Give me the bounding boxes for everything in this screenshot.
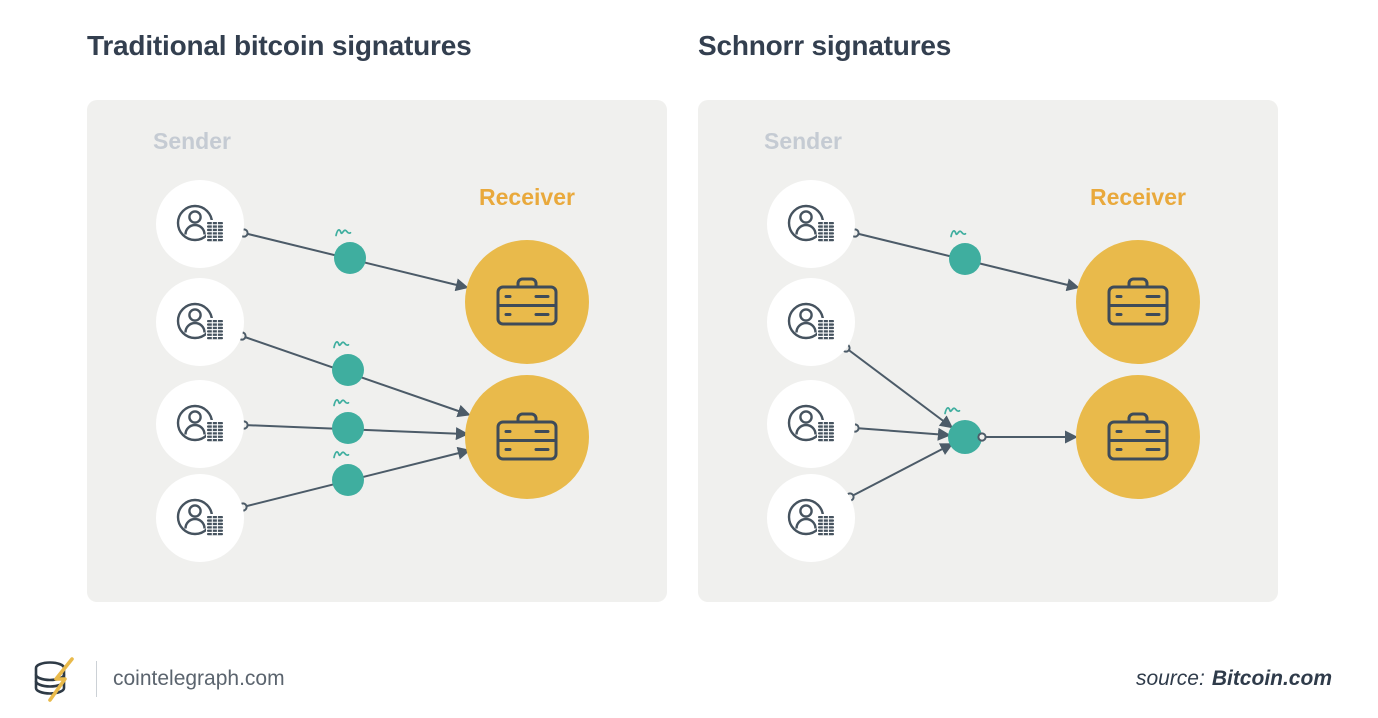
arrow-sender4-aggregate: [849, 443, 954, 498]
signature-circle: [334, 242, 366, 274]
arrow-sender2-aggregate: [845, 347, 954, 429]
receiver-node-1: [463, 238, 591, 366]
footer-divider: [96, 661, 97, 697]
sender-node-4: [765, 472, 857, 564]
sender-node-1: [154, 178, 246, 270]
signature-circle: [332, 412, 364, 444]
signature-squiggle: [944, 407, 961, 415]
sender-node-1: [765, 178, 857, 270]
signature-circle: [332, 464, 364, 496]
signature-circles: [948, 243, 982, 454]
sender-label: Sender: [153, 128, 231, 154]
signature-circles: [332, 242, 366, 496]
footer-brand: cointelegraph.com: [28, 655, 285, 703]
footer: cointelegraph.com source: Bitcoin.com: [28, 650, 1332, 708]
signature-squiggle: [333, 451, 350, 459]
sender-node-3: [154, 378, 246, 470]
sender-node-3: [765, 378, 857, 470]
signature-squiggle: [950, 230, 967, 238]
receiver-node-2: [1074, 373, 1202, 501]
site-name: cointelegraph.com: [113, 667, 285, 690]
right-panel-title: Schnorr signatures: [698, 30, 952, 61]
source-prefix: source:: [1135, 667, 1205, 690]
sender-node-4: [154, 472, 246, 564]
receiver-label: Receiver: [1090, 184, 1186, 210]
signature-circle: [332, 354, 364, 386]
aggregated-signature-circle: [948, 420, 982, 454]
traditional-diagram: [154, 178, 591, 564]
schnorr-diagram: [765, 178, 1202, 564]
sender-label: Sender: [764, 128, 842, 154]
left-panel-title: Traditional bitcoin signatures: [87, 30, 472, 61]
source-attribution: source: Bitcoin.com: [1136, 667, 1332, 691]
traditional-signatures-panel: Sender Receiver: [87, 100, 667, 602]
receiver-node-1: [1074, 238, 1202, 366]
cointelegraph-logo: [34, 657, 74, 702]
schnorr-signatures-panel: Sender Receiver: [698, 100, 1278, 602]
signature-squiggle: [335, 229, 352, 237]
source-name: Bitcoin.com: [1211, 667, 1332, 690]
sender-node-2: [154, 276, 246, 368]
receiver-node-2: [463, 373, 591, 501]
signature-squiggle: [333, 341, 350, 349]
signature-squiggle: [333, 399, 350, 407]
signature-circle: [949, 243, 981, 275]
receiver-label: Receiver: [479, 184, 575, 210]
aggregate-exit-dot: [977, 432, 987, 442]
arrow-sender3-aggregate: [854, 427, 951, 441]
sender-node-2: [765, 276, 857, 368]
